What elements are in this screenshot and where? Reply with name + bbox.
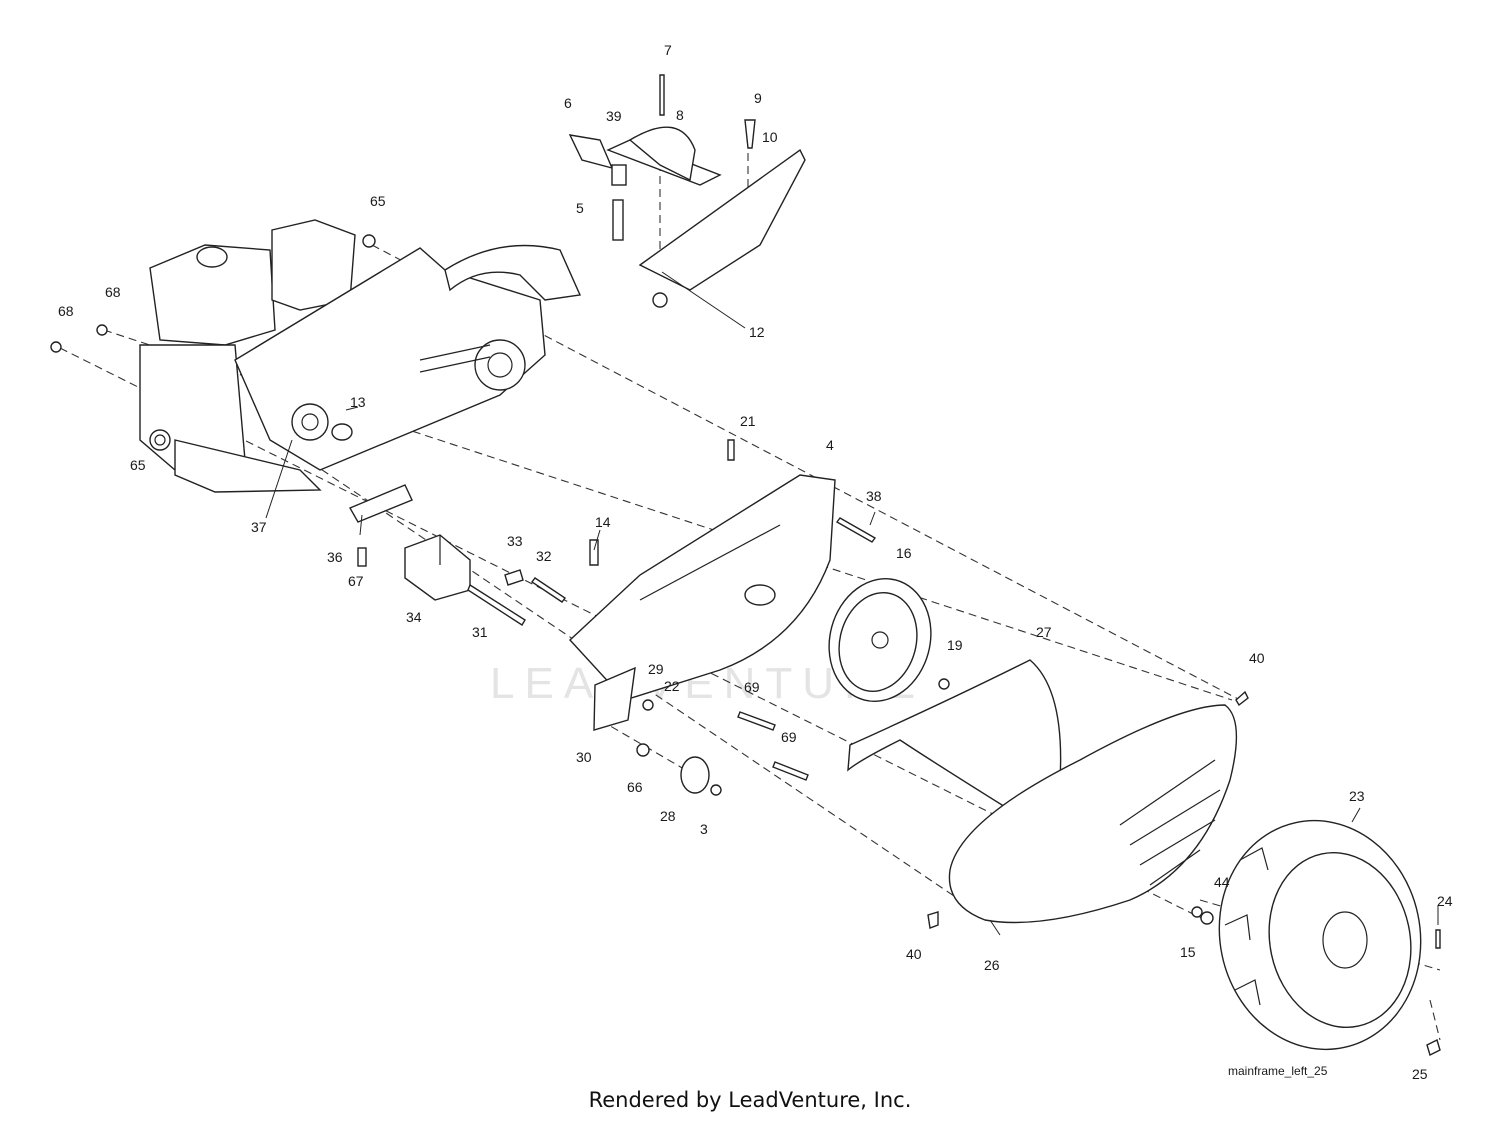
callout-25: 25 bbox=[1412, 1066, 1428, 1082]
callout-12: 12 bbox=[749, 324, 765, 340]
callout-3: 3 bbox=[700, 821, 708, 837]
depth-bar-assembly bbox=[568, 74, 806, 308]
callout-65-upper: 65 bbox=[370, 193, 386, 209]
callout-39: 39 bbox=[606, 108, 622, 124]
callout-66: 66 bbox=[627, 779, 643, 795]
callout-31: 31 bbox=[472, 624, 488, 640]
callout-23: 23 bbox=[1349, 788, 1365, 804]
bracket-part bbox=[348, 484, 567, 626]
callout-5: 5 bbox=[576, 200, 584, 216]
callout-32: 32 bbox=[536, 548, 552, 564]
callout-19: 19 bbox=[947, 637, 963, 653]
pulley-part bbox=[828, 578, 950, 702]
callout-15: 15 bbox=[1180, 944, 1196, 960]
callout-10: 10 bbox=[762, 129, 778, 145]
callout-33: 33 bbox=[507, 533, 523, 549]
callout-37: 37 bbox=[251, 519, 267, 535]
callout-7: 7 bbox=[664, 42, 672, 58]
callout-26: 26 bbox=[984, 957, 1000, 973]
callout-6: 6 bbox=[564, 95, 572, 111]
callout-68-right: 68 bbox=[105, 284, 121, 300]
callout-44: 44 bbox=[1214, 874, 1230, 890]
callout-21: 21 bbox=[740, 413, 756, 429]
callout-27: 27 bbox=[1036, 624, 1052, 640]
callout-34: 34 bbox=[406, 609, 422, 625]
callout-30: 30 bbox=[576, 749, 592, 765]
callout-4: 4 bbox=[826, 437, 834, 453]
callout-68-left: 68 bbox=[58, 303, 74, 319]
engine-part bbox=[139, 219, 356, 493]
leader-lines bbox=[265, 271, 1439, 936]
callout-38: 38 bbox=[866, 488, 882, 504]
callout-67: 67 bbox=[348, 573, 364, 589]
credit-line: Rendered by LeadVenture, Inc. bbox=[588, 1088, 912, 1112]
callout-65-lower: 65 bbox=[130, 457, 146, 473]
wheel-part bbox=[1218, 819, 1422, 1051]
callout-13: 13 bbox=[350, 394, 366, 410]
callout-69-upper: 69 bbox=[744, 679, 760, 695]
callout-28: 28 bbox=[660, 808, 676, 824]
callout-29: 29 bbox=[648, 661, 664, 677]
callout-16: 16 bbox=[896, 545, 912, 561]
belt-cover-part bbox=[948, 704, 1238, 924]
callout-14: 14 bbox=[595, 514, 611, 530]
callout-9: 9 bbox=[754, 90, 762, 106]
callout-22: 22 bbox=[664, 678, 680, 694]
callout-36: 36 bbox=[327, 549, 343, 565]
callout-40-upper: 40 bbox=[1249, 650, 1265, 666]
small-hardware bbox=[50, 234, 1441, 1056]
chaincase-part bbox=[234, 244, 582, 471]
callout-8: 8 bbox=[676, 107, 684, 123]
callout-24: 24 bbox=[1437, 893, 1453, 909]
callout-40-lower: 40 bbox=[906, 946, 922, 962]
belt-plate-part bbox=[569, 474, 836, 731]
callout-69-lower: 69 bbox=[781, 729, 797, 745]
diagram-reference-code: mainframe_left_25 bbox=[1228, 1064, 1328, 1078]
